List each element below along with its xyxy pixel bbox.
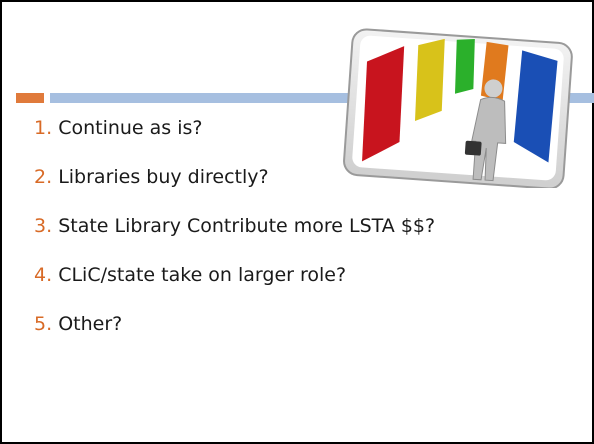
- item-text: Libraries buy directly?: [58, 166, 269, 188]
- list-item: 3. State Library Contribute more LSTA $$…: [34, 215, 435, 237]
- item-number: 3.: [34, 215, 53, 237]
- list-item: 1. Continue as is?: [34, 117, 203, 139]
- item-text: Continue as is?: [58, 117, 203, 139]
- list-item: 5. Other?: [34, 313, 122, 335]
- item-text: Other?: [58, 313, 123, 335]
- list-item: 2. Libraries buy directly?: [34, 166, 269, 188]
- item-number: 5.: [34, 313, 53, 335]
- list-item: 4. CLiC/state take on larger role?: [34, 264, 346, 286]
- title-bar: [50, 93, 594, 103]
- item-number: 2.: [34, 166, 53, 188]
- item-number: 1.: [34, 117, 53, 139]
- person-choosing-doors-icon: [343, 28, 573, 188]
- item-text: State Library Contribute more LSTA $$?: [58, 215, 436, 237]
- item-number: 4.: [34, 264, 53, 286]
- item-text: CLiC/state take on larger role?: [58, 264, 347, 286]
- accent-bar: [16, 93, 44, 103]
